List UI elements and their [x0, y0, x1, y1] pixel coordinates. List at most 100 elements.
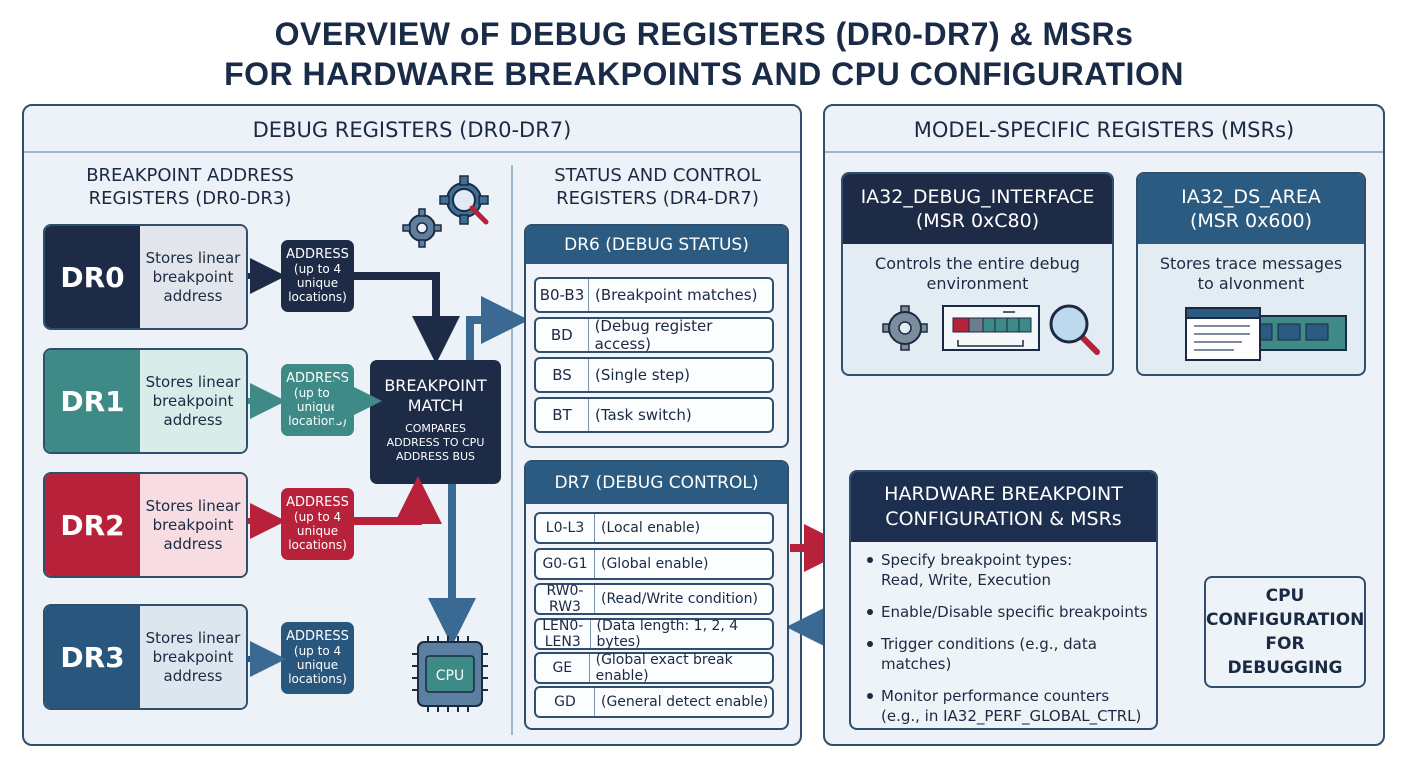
hw-config-heading: HARDWARE BREAKPOINT CONFIGURATION & MSRs [851, 472, 1156, 542]
debug-interface-header: IA32_DEBUG_INTERFACE (MSR 0xC80) [843, 174, 1112, 244]
dr7-row-len0-len3: LEN0-LEN3(Data length: 1, 2, 4 bytes) [534, 618, 774, 650]
magnifier-icon [1049, 304, 1100, 355]
cpu-config-line-3: FOR DEBUGGING [1227, 634, 1343, 678]
cpu-config-box: CPU CONFIGURATION FOR DEBUGGING [1204, 576, 1366, 688]
dr7-field-description: (Local enable) [601, 520, 701, 536]
address-label: ADDRESS [286, 247, 349, 262]
gear-magnifier-icon [402, 175, 489, 248]
dr7-field-description: (Global enable) [601, 556, 709, 572]
sc-heading-line-2: REGISTERS (DR4-DR7) [556, 188, 759, 209]
ds-area-header: IA32_DS_AREA (MSR 0x600) [1138, 174, 1364, 244]
dr7-field-description: (Data length: 1, 2, 4 bytes) [596, 618, 739, 650]
match-to-dr6-arrow [466, 296, 529, 360]
dr7-field-name: RW0-RW3 [536, 583, 595, 615]
register-name: DR0 [45, 226, 140, 328]
address-label: ADDRESS [286, 371, 349, 386]
ds-area-card: IA32_DS_AREA (MSR 0x600) Stores trace me… [1136, 172, 1366, 376]
address-label: ADDRESS [286, 629, 349, 644]
address-sublabel: (up to 4 [293, 510, 342, 524]
address-sublabel: (up to 4 [293, 262, 342, 276]
hw-config-bullet-line: Monitor performance counters [881, 687, 1110, 705]
address-sublabel: locations) [288, 290, 347, 304]
addr0-to-match-arrow [354, 272, 460, 364]
bp-heading-line-1: BREAKPOINT ADDRESS [86, 165, 294, 186]
msr-heading: MODEL-SPECIFIC REGISTERS (MSRs) [913, 118, 1295, 142]
breakpoint-match-desc-1: COMPARES [405, 422, 466, 435]
address-sublabel: (up to 4 [293, 386, 342, 400]
dr7-row-l0-l3: L0-L3 (Local enable) [534, 512, 774, 544]
dr6-field-name: BT [536, 399, 589, 431]
register-description: Stores linear breakpoint address [140, 350, 246, 452]
gear-icon [882, 305, 928, 351]
page-title-line-1: OVERVIEW oF DEBUG REGISTERS (DR0-DR7) & … [274, 16, 1134, 52]
dr6-field-name: BD [536, 319, 589, 351]
hw-config-bullet-line: Trigger conditions (e.g., data matches) [881, 635, 1097, 673]
cpu-chip-text: CPU [436, 668, 464, 684]
debug-interface-name: IA32_DEBUG_INTERFACE [860, 186, 1095, 208]
address-sublabel: locations) [288, 414, 347, 428]
register-description: Stores linear breakpoint address [140, 226, 246, 328]
register-name: DR1 [45, 350, 140, 452]
dr6-heading: DR6 (DEBUG STATUS) [526, 226, 787, 264]
dr6-row-b0-b3: B0-B3(Breakpoint matches) [534, 277, 774, 313]
dr7-row-rw0-rw3: RW0-RW3 (Read/Write condition) [534, 583, 774, 615]
hw-config-bullet-line: Read, Write, Execution [881, 571, 1051, 589]
page-title-line-2: FOR HARDWARE BREAKPOINTS AND CPU CONFIGU… [224, 56, 1184, 92]
hw-config-heading-2: CONFIGURATION & MSRs [885, 508, 1122, 530]
cpu-config-line-2: CONFIGURATION [1206, 610, 1365, 630]
dr6-field-description: (Debug register access) [594, 317, 713, 353]
hw-config-bullet: Specify breakpoint types:Read, Write, Ex… [851, 550, 1156, 590]
register-name: DR3 [45, 606, 140, 708]
address-sublabel: unique [296, 276, 339, 290]
dr7-field-description: (General detect enable) [601, 694, 769, 710]
ds-area-illustration [1185, 307, 1347, 361]
dr6-field-description: (Task switch) [595, 406, 692, 424]
dr7-field-description: (Read/Write condition) [601, 591, 758, 607]
ds-area-desc-2: to alvonment [1197, 274, 1305, 293]
breakpoint-match-desc-3: ADDRESS BUS [395, 450, 476, 463]
ds-area-desc: Stores trace messages to alvonment [1138, 254, 1364, 294]
hw-config-bullet: Trigger conditions (e.g., data matches) [851, 634, 1156, 674]
divider [24, 151, 800, 153]
register-description: Stores linear breakpoint address [140, 474, 246, 576]
address-sublabel: locations) [288, 672, 347, 686]
register-bits-icon [942, 305, 1040, 351]
cpu-chip-icon: CPU [412, 636, 488, 712]
register-name: DR2 [45, 474, 140, 576]
debug-interface-desc-1: Controls the entire debug [875, 254, 1080, 273]
divider [825, 151, 1383, 153]
hw-config-bullet-line: Enable/Disable specific breakpoints [881, 603, 1148, 621]
sc-heading-line-1: STATUS AND CONTROL [554, 165, 761, 186]
dr7-field-name: L0-L3 [536, 514, 595, 542]
breakpoint-match-box: BREAKPOINT MATCH COMPARES ADDRESS TO CPU… [370, 360, 501, 484]
dr6-field-name: BS [536, 359, 589, 391]
debug-registers-heading: DEBUG REGISTERS (DR0-DR7) [252, 118, 572, 142]
dr6-field-description: (Breakpoint matches) [595, 286, 758, 304]
address-sublabel: unique [296, 400, 339, 414]
breakpoint-match-title-2: MATCH [407, 396, 464, 415]
hw-config-bullet-list: Specify breakpoint types:Read, Write, Ex… [851, 542, 1156, 726]
hw-breakpoint-config-card: HARDWARE BREAKPOINT CONFIGURATION & MSRs… [849, 470, 1158, 730]
dr7-field-name: G0-G1 [536, 550, 595, 578]
document-window-icon [1185, 307, 1261, 361]
breakpoint-address-heading: BREAKPOINT ADDRESS REGISTERS (DR0-DR3) [40, 164, 340, 210]
hw-config-heading-1: HARDWARE BREAKPOINT [884, 483, 1123, 505]
dr6-field-description: (Single step) [595, 366, 691, 384]
debug-interface-desc: Controls the entire debug environment [843, 254, 1112, 294]
debug-interface-desc-2: environment [926, 274, 1029, 293]
dr7-field-name: LEN0-LEN3 [536, 618, 591, 650]
dr7-field-description: (Global exact break enable) [595, 652, 733, 684]
status-control-heading: STATUS AND CONTROL REGISTERS (DR4-DR7) [520, 164, 795, 210]
addr2-to-match-arrow [354, 476, 442, 525]
column-divider [511, 165, 513, 735]
dr6-row-bt: BT (Task switch) [534, 397, 774, 433]
ds-area-desc-1: Stores trace messages [1159, 254, 1343, 273]
address-sublabel: (up to 4 [293, 644, 342, 658]
dr7-row-gd: GD(General detect enable) [534, 686, 774, 718]
